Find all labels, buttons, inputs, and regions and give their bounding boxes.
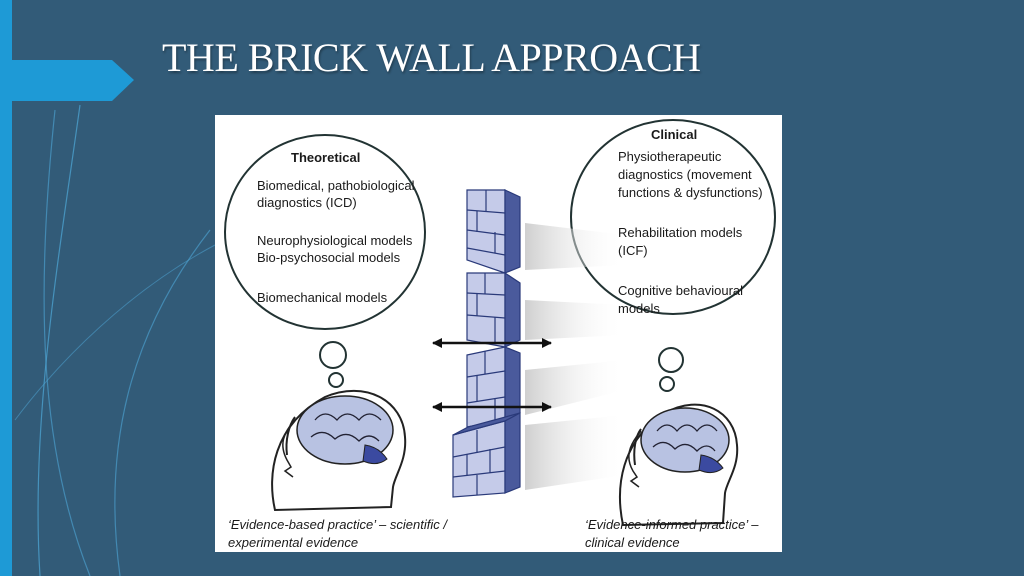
theoretical-item: Biomedical, pathobiological <box>257 178 415 193</box>
clinical-item: Rehabilitation models <box>618 225 743 240</box>
clinical-heading: Clinical <box>651 127 698 142</box>
theoretical-item: Biomechanical models <box>257 290 388 305</box>
brick-wall-segment <box>466 189 521 274</box>
brick-wall-figure: Theoretical Biomedical, pathobiological … <box>215 115 782 552</box>
brick-wall-segment <box>466 271 521 348</box>
clinical-caption: clinical evidence <box>585 535 680 550</box>
decorative-curve <box>114 229 211 576</box>
clinical-item: functions & dysfunctions) <box>618 185 763 200</box>
wall-shadow <box>525 360 625 415</box>
thought-dot-small <box>659 376 675 392</box>
theoretical-caption: ‘Evidence-based practice’ – scientific / <box>228 517 447 532</box>
clinical-item: (ICF) <box>618 243 648 258</box>
decorative-curve <box>14 244 216 421</box>
slide-title: THE BRICK WALL APPROACH <box>162 35 701 80</box>
theoretical-caption: experimental evidence <box>228 535 359 550</box>
wall-shadow <box>525 415 625 490</box>
theoretical-heading: Theoretical <box>291 150 361 165</box>
left-accent-bar <box>0 0 12 576</box>
theoretical-item: Bio-psychosocial models <box>257 250 401 265</box>
clinical-caption: ‘Evidence-informed practice’ – <box>585 517 759 532</box>
clinical-item: models <box>618 301 660 316</box>
decorative-curve <box>37 104 81 576</box>
clinical-item: diagnostics (movement <box>618 167 752 182</box>
clinical-item: Physiotherapeutic <box>618 149 722 164</box>
theoretical-item: diagnostics (ICD) <box>257 195 357 210</box>
theoretical-thought-bubble <box>224 134 426 330</box>
clinical-thought-bubble <box>570 119 776 315</box>
brick-wall-segment <box>452 412 521 498</box>
thought-dot-large <box>319 341 347 369</box>
title-arrow-marker <box>12 60 134 101</box>
wall-shadow <box>525 223 625 270</box>
clinical-item: Cognitive behavioural <box>618 283 744 298</box>
thought-dot-large <box>658 347 684 373</box>
theoretical-item: Neurophysiological models <box>257 233 413 248</box>
thought-dot-small <box>328 372 344 388</box>
wall-shadow <box>525 300 625 340</box>
theoretical-head-icon <box>271 389 407 512</box>
clinical-head-icon <box>619 403 739 527</box>
decorative-curve <box>43 109 91 576</box>
